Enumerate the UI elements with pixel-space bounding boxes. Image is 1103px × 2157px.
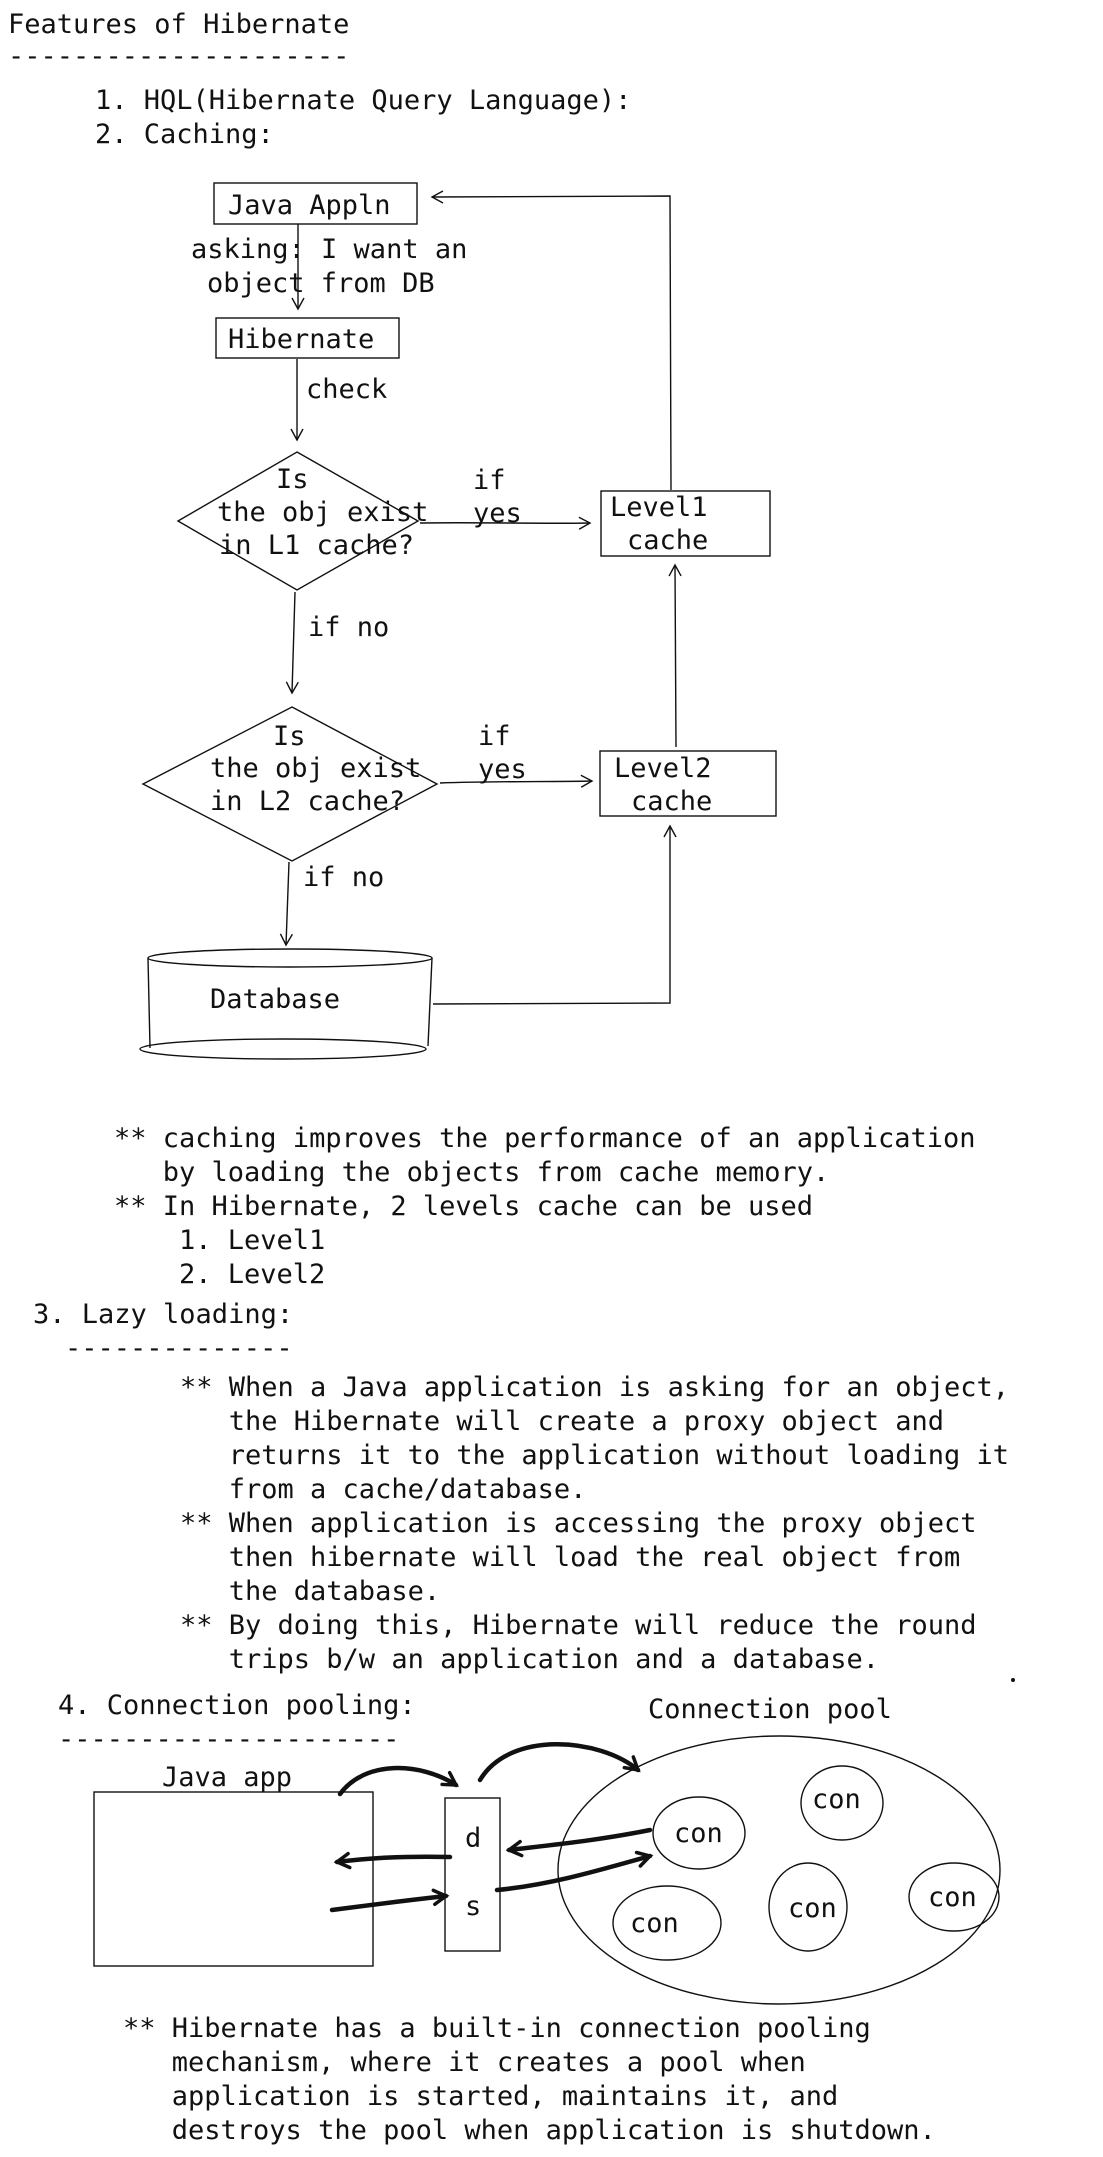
level2-label-1: Level2 [614, 753, 712, 784]
l2-decision-diamond [141, 706, 439, 862]
java-appln-label: Java Appln [228, 190, 391, 221]
l1-decision-diamond [176, 451, 420, 591]
level1-cache-box [600, 490, 771, 557]
arrow-ds-to-pool [494, 1850, 654, 1893]
caching-note-1b: by loading the objects from cache memory… [114, 1157, 830, 1188]
con-circle-4 [768, 1862, 848, 1952]
con-circle-2 [800, 1765, 884, 1841]
stray-dot [1011, 1678, 1015, 1682]
lazy-loading-underline: -------------- [65, 1333, 293, 1364]
level1-label-1: Level1 [610, 492, 708, 523]
feature-item-caching: 2. Caching: [95, 119, 274, 150]
con-label-1: con [674, 1818, 723, 1849]
pooling-note-b: mechanism, where it creates a pool when [123, 2047, 806, 2078]
con-label-5: con [928, 1882, 977, 1913]
if-yes-2-b: yes [478, 754, 527, 785]
hibernate-box [215, 317, 400, 359]
hibernate-label: Hibernate [228, 324, 374, 355]
page-title: Features of Hibernate [8, 9, 350, 40]
title-underline: --------------------- [8, 41, 350, 72]
arrow-d2-to-database [279, 861, 293, 947]
con-label-3: con [630, 1908, 679, 1939]
level1-label-2: cache [627, 525, 708, 556]
arrow-pool-loop [477, 1742, 641, 1783]
if-yes-2-a: if [478, 721, 511, 752]
lazy-p1d: from a cache/database. [180, 1474, 587, 1505]
con-label-4: con [788, 1893, 837, 1924]
con-circle-5 [908, 1862, 1000, 1932]
datasource-box [444, 1797, 501, 1952]
check-label: check [306, 374, 387, 405]
arrow-pool-to-ds [505, 1827, 653, 1858]
pooling-note-c: application is started, maintains it, an… [123, 2081, 839, 2112]
arrow-d1-to-d2 [285, 591, 299, 695]
d2-line-1: Is [273, 721, 306, 752]
lazy-loading-heading: 3. Lazy loading: [33, 1299, 294, 1330]
database-label: Database [210, 984, 340, 1015]
asking-label-1: asking: I want an [191, 234, 467, 265]
d2-line-2: the obj exist [210, 753, 421, 784]
d1-line-2: the obj exist [217, 497, 428, 528]
cache-level-1: 1. Level1 [179, 1225, 326, 1256]
d1-line-3: in L1 cache? [219, 530, 414, 561]
arrow-d2-to-level2 [439, 774, 594, 788]
con-circle-1 [652, 1796, 746, 1870]
level2-label-2: cache [631, 786, 712, 817]
lazy-p1a: ** When a Java application is asking for… [180, 1372, 1010, 1403]
datasource-d: d [465, 1823, 481, 1854]
arrow-app-to-ds [337, 1765, 459, 1797]
database-cylinder [139, 948, 433, 1060]
java-appln-box [213, 182, 418, 225]
if-no-2: if no [303, 862, 384, 893]
arrow-d1-to-level1 [419, 516, 592, 530]
if-no-1: if no [308, 612, 389, 643]
feature-item-hql: 1. HQL(Hibernate Query Language): [95, 85, 632, 116]
pooling-note-a: ** Hibernate has a built-in connection p… [123, 2013, 871, 2044]
lazy-p2a: ** When application is accessing the pro… [180, 1508, 977, 1539]
java-app-label: Java app [162, 1762, 292, 1793]
lazy-p2b: then hibernate will load the real object… [180, 1542, 961, 1573]
arrow-level1-to-app [430, 190, 672, 491]
java-app-box [93, 1791, 374, 1967]
pooling-underline: --------------------- [58, 1724, 400, 1755]
lazy-p3b: trips b/w an application and a database. [180, 1644, 879, 1675]
cache-level-2: 2. Level2 [179, 1259, 326, 1290]
lazy-p3a: ** By doing this, Hibernate will reduce … [180, 1610, 977, 1641]
arrow-database-to-level2 [432, 824, 677, 1005]
con-circle-3 [612, 1885, 722, 1961]
lazy-p2c: the database. [180, 1576, 441, 1607]
arrow-app-return [329, 1888, 450, 1913]
if-yes-1-a: if [473, 465, 506, 496]
con-label-2: con [812, 1784, 861, 1815]
lazy-p1b: the Hibernate will create a proxy object… [180, 1406, 945, 1437]
arrow-ds-to-app [333, 1851, 453, 1870]
if-yes-1-b: yes [473, 498, 522, 529]
pooling-heading: 4. Connection pooling: [58, 1690, 416, 1721]
arrow-level2-to-level1 [668, 563, 682, 748]
d2-line-3: in L2 cache? [210, 786, 405, 817]
caching-note-2: ** In Hibernate, 2 levels cache can be u… [114, 1191, 813, 1222]
asking-label-2: object from DB [207, 268, 435, 299]
lazy-p1c: returns it to the application without lo… [180, 1440, 1010, 1471]
d1-line-1: Is [276, 464, 309, 495]
connection-pool-label: Connection pool [648, 1694, 892, 1725]
datasource-s: s [465, 1891, 481, 1922]
caching-note-1a: ** caching improves the performance of a… [114, 1123, 976, 1154]
pooling-note-d: destroys the pool when application is sh… [123, 2115, 936, 2146]
connection-pool-ellipse [557, 1735, 1001, 2005]
level2-cache-box [599, 750, 777, 817]
